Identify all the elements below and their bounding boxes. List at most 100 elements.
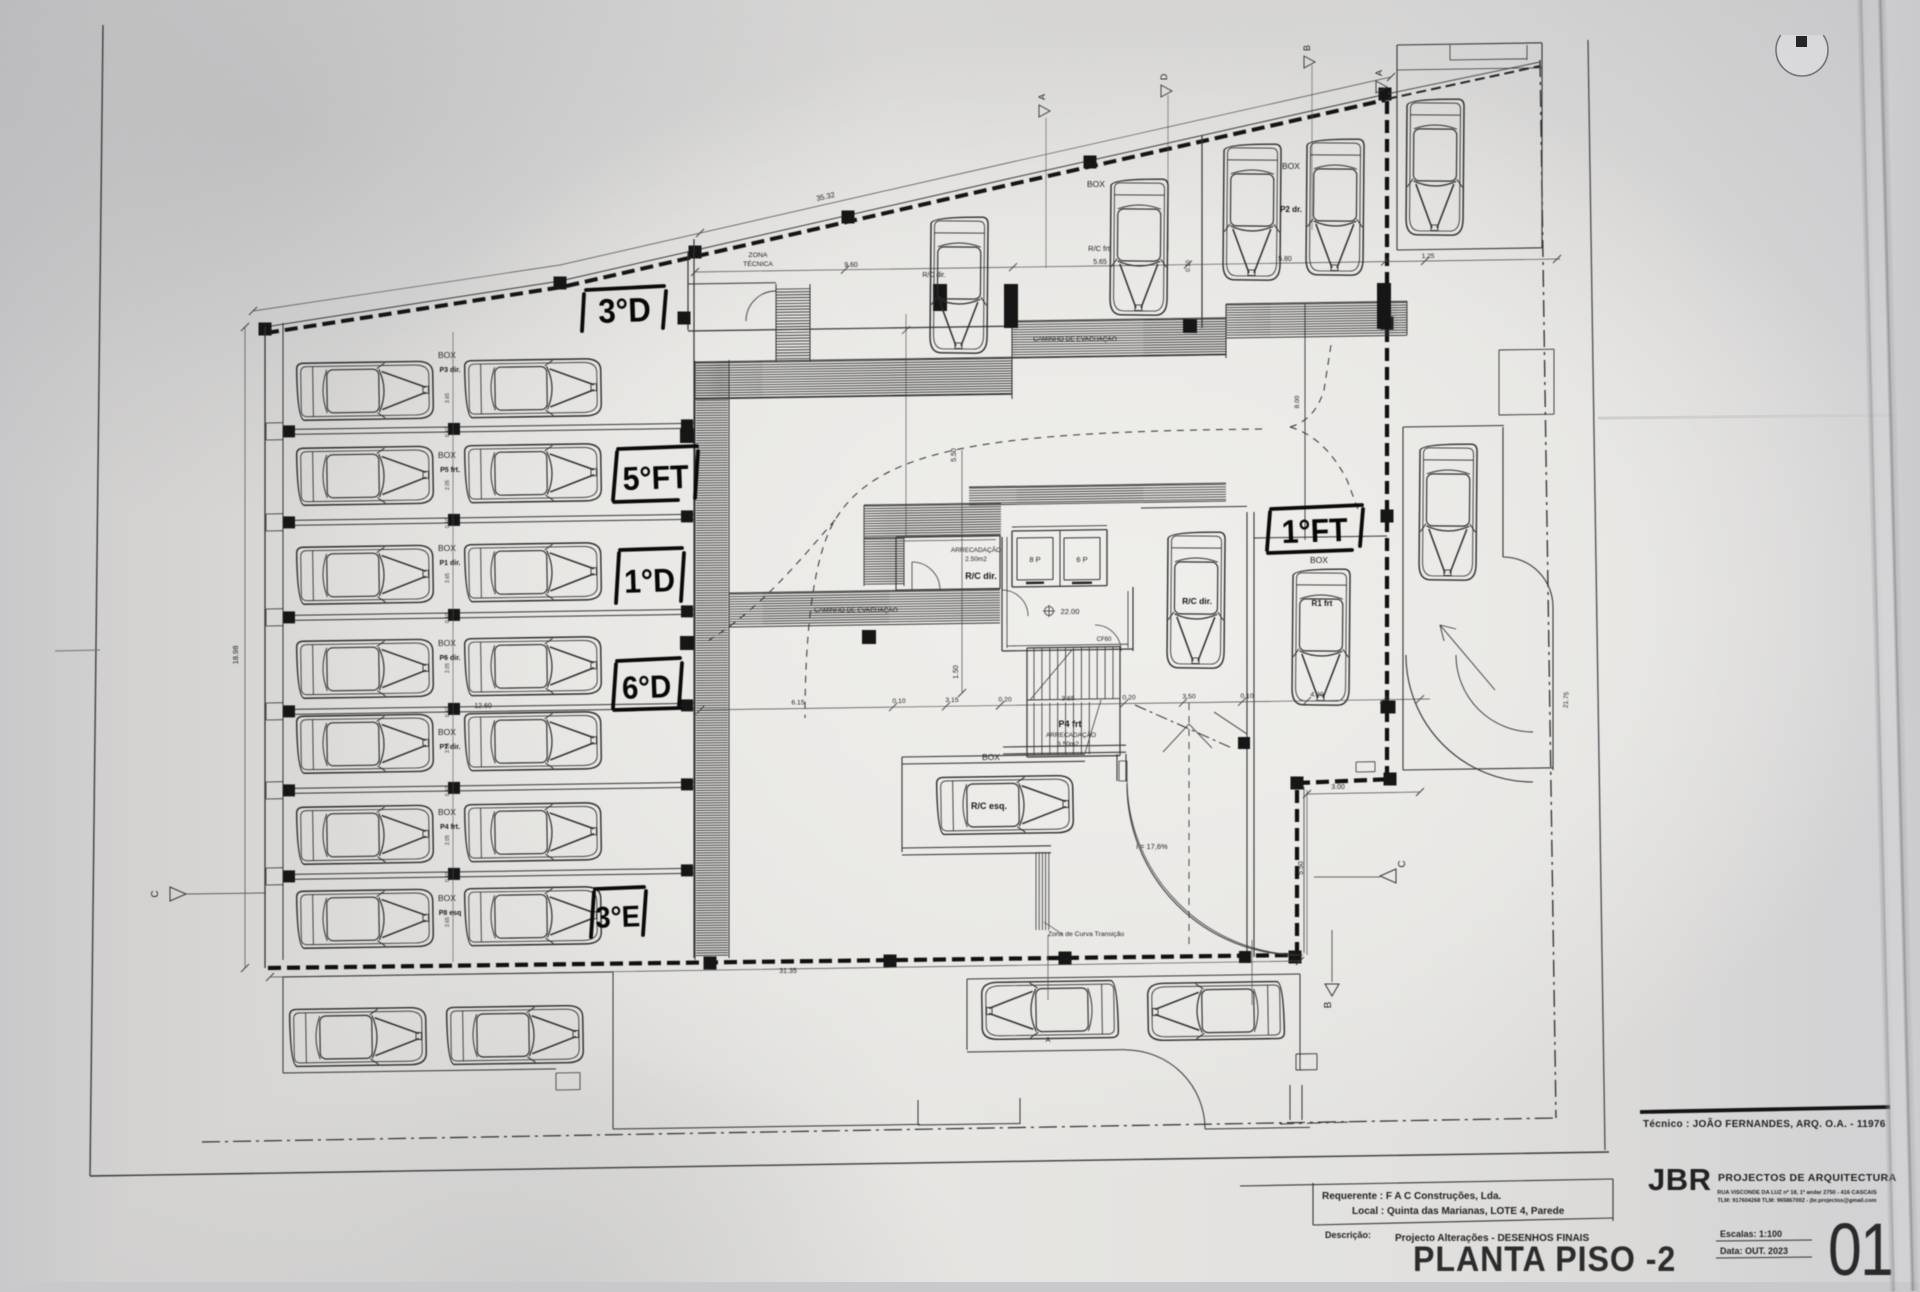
svg-text:4.20: 4.20 [1310,692,1323,699]
svg-text:C: C [150,890,161,897]
svg-text:P1 dir.: P1 dir. [439,560,460,567]
svg-text:R/C esq.: R/C esq. [971,801,1007,811]
svg-text:22.00: 22.00 [1061,607,1080,616]
svg-text:0.10: 0.10 [445,707,451,717]
svg-text:P2 dr.: P2 dr. [1280,205,1302,214]
svg-text:R/C dir.: R/C dir. [965,571,997,581]
svg-text:R/C dir.: R/C dir. [1182,596,1212,606]
svg-text:ARRECADAÇÃO: ARRECADAÇÃO [951,545,1001,554]
svg-text:5.50: 5.50 [951,448,958,462]
svg-text:PLANTA PISO -2: PLANTA PISO -2 [1413,1241,1676,1280]
svg-text:0.10: 0.10 [445,786,451,796]
svg-text:3.65: 3.65 [445,917,451,927]
svg-text:JBR: JBR [1648,1162,1712,1197]
svg-text:P7 dir.: P7 dir. [439,744,460,751]
svg-text:5.50: 5.50 [1298,861,1305,875]
svg-text:0.10: 0.10 [1186,260,1192,272]
svg-text:RUA VISCONDE DA LUZ nº 18, 1º: RUA VISCONDE DA LUZ nº 18, 1º andar 2750… [1717,1190,1877,1196]
svg-text:1°D: 1°D [623,561,675,600]
svg-text:3.65: 3.65 [445,393,451,403]
svg-text:0.20: 0.20 [1122,695,1135,702]
svg-text:2.05: 2.05 [445,835,451,845]
svg-text:3°E: 3°E [595,900,641,935]
svg-text:5.65: 5.65 [1093,259,1107,266]
svg-text:TÉCNICA: TÉCNICA [743,259,773,268]
svg-text:i = 17,6%: i = 17,6% [1136,842,1168,851]
svg-text:2.05: 2.05 [445,480,451,490]
svg-text:1.50: 1.50 [953,665,960,679]
svg-text:A: A [1046,1037,1051,1044]
svg-text:P8 esq: P8 esq [439,910,462,917]
svg-text:A: A [1037,94,1047,100]
svg-text:BOX: BOX [438,638,456,648]
svg-text:1°FT: 1°FT [1281,511,1349,551]
svg-text:BOX: BOX [1310,555,1328,565]
svg-text:BOX: BOX [438,450,456,460]
svg-text:PROJECTOS DE ARQUITECTURA: PROJECTOS DE ARQUITECTURA [1718,1172,1897,1184]
svg-text:0.10: 0.10 [445,872,451,882]
svg-text:BOX: BOX [438,543,456,553]
svg-text:Data: OUT. 2023: Data: OUT. 2023 [1720,1246,1788,1256]
svg-text:BOX: BOX [438,350,456,360]
svg-text:R/C frt: R/C frt [1088,244,1111,253]
svg-text:B: B [1302,45,1312,51]
svg-text:Requerente : F A C Construçõe: Requerente : F A C Construções, Lda. [1322,1191,1502,1202]
svg-text:P4 frt.: P4 frt. [440,824,460,831]
svg-text:R1 frt: R1 frt [1312,599,1333,608]
svg-text:BOX: BOX [438,727,456,737]
svg-text:0.20: 0.20 [998,696,1011,703]
svg-text:P3 dir.: P3 dir. [439,367,460,374]
svg-text:6 P: 6 P [1076,555,1087,564]
svg-text:BOX: BOX [438,893,456,903]
svg-text:C: C [1397,860,1408,867]
svg-text:P6 dir.: P6 dir. [439,655,460,662]
svg-text:3.50m2: 3.50m2 [1057,741,1079,748]
svg-text:CAMINHO DE EVACUAÇÃO: CAMINHO DE EVACUAÇÃO [814,605,898,614]
svg-text:A: A [1374,70,1384,76]
svg-text:TLM: 917604268 TLM: 965867002: TLM: 917604268 TLM: 965867002 - jbr.proj… [1717,1198,1876,1204]
svg-text:CAMINHO DE EVACUAÇÃO: CAMINHO DE EVACUAÇÃO [1033,334,1117,343]
svg-text:3.65: 3.65 [1061,695,1074,702]
svg-text:Escalas: 1:100: Escalas: 1:100 [1720,1229,1782,1239]
svg-text:3.65: 3.65 [445,573,451,583]
svg-text:ARRECADAÇÃO: ARRECADAÇÃO [1046,730,1096,739]
svg-text:CF60: CF60 [1097,637,1112,643]
svg-text:P5 frt.: P5 frt. [440,467,460,474]
svg-text:8 P: 8 P [1029,555,1040,564]
svg-text:21.75: 21.75 [1563,691,1571,708]
svg-text:0.10: 0.10 [892,698,905,705]
svg-text:BOX: BOX [1282,161,1300,171]
svg-text:12.60: 12.60 [474,703,492,710]
svg-text:35.32: 35.32 [815,190,835,203]
svg-text:1.25: 1.25 [1422,253,1435,260]
svg-text:Zona de Curva Transição: Zona de Curva Transição [1048,931,1125,938]
svg-text:BOX: BOX [982,752,1000,762]
svg-text:3.15: 3.15 [945,697,958,704]
svg-text:2.50m2: 2.50m2 [965,556,987,563]
svg-text:9.60: 9.60 [844,262,858,269]
svg-text:8.00: 8.00 [1294,395,1301,408]
svg-text:B: B [1323,1001,1334,1008]
svg-text:Descrição:: Descrição: [1325,1230,1371,1240]
svg-text:3°D: 3°D [598,290,652,330]
svg-text:Técnico : JOÃO FERNANDES, ARQ.: Técnico : JOÃO FERNANDES, ARQ. O.A. - 11… [1643,1117,1886,1130]
svg-text:D: D [1159,73,1169,80]
svg-text:2.05: 2.05 [445,663,451,673]
svg-text:BOX: BOX [438,807,456,817]
svg-text:0.10: 0.10 [445,518,451,528]
svg-text:6°D: 6°D [621,668,672,706]
svg-text:P4 frt: P4 frt [1058,719,1081,729]
svg-text:0.10: 0.10 [445,427,451,437]
svg-text:0.10: 0.10 [445,613,451,623]
svg-text:ZONA: ZONA [749,252,768,259]
svg-text:6.15: 6.15 [791,700,804,707]
svg-text:BOX: BOX [1087,179,1105,189]
svg-text:31.35: 31.35 [779,968,797,975]
svg-text:3.00: 3.00 [1331,784,1345,791]
svg-text:18.98: 18.98 [231,646,240,665]
svg-text:5°FT: 5°FT [622,458,690,498]
svg-text:3.50: 3.50 [1182,694,1195,701]
svg-text:Local : Quinta das Marianas, L: Local : Quinta das Marianas, LOTE 4, Par… [1352,1206,1565,1217]
svg-text:01: 01 [1828,1209,1892,1282]
svg-text:0.10: 0.10 [1240,693,1253,700]
